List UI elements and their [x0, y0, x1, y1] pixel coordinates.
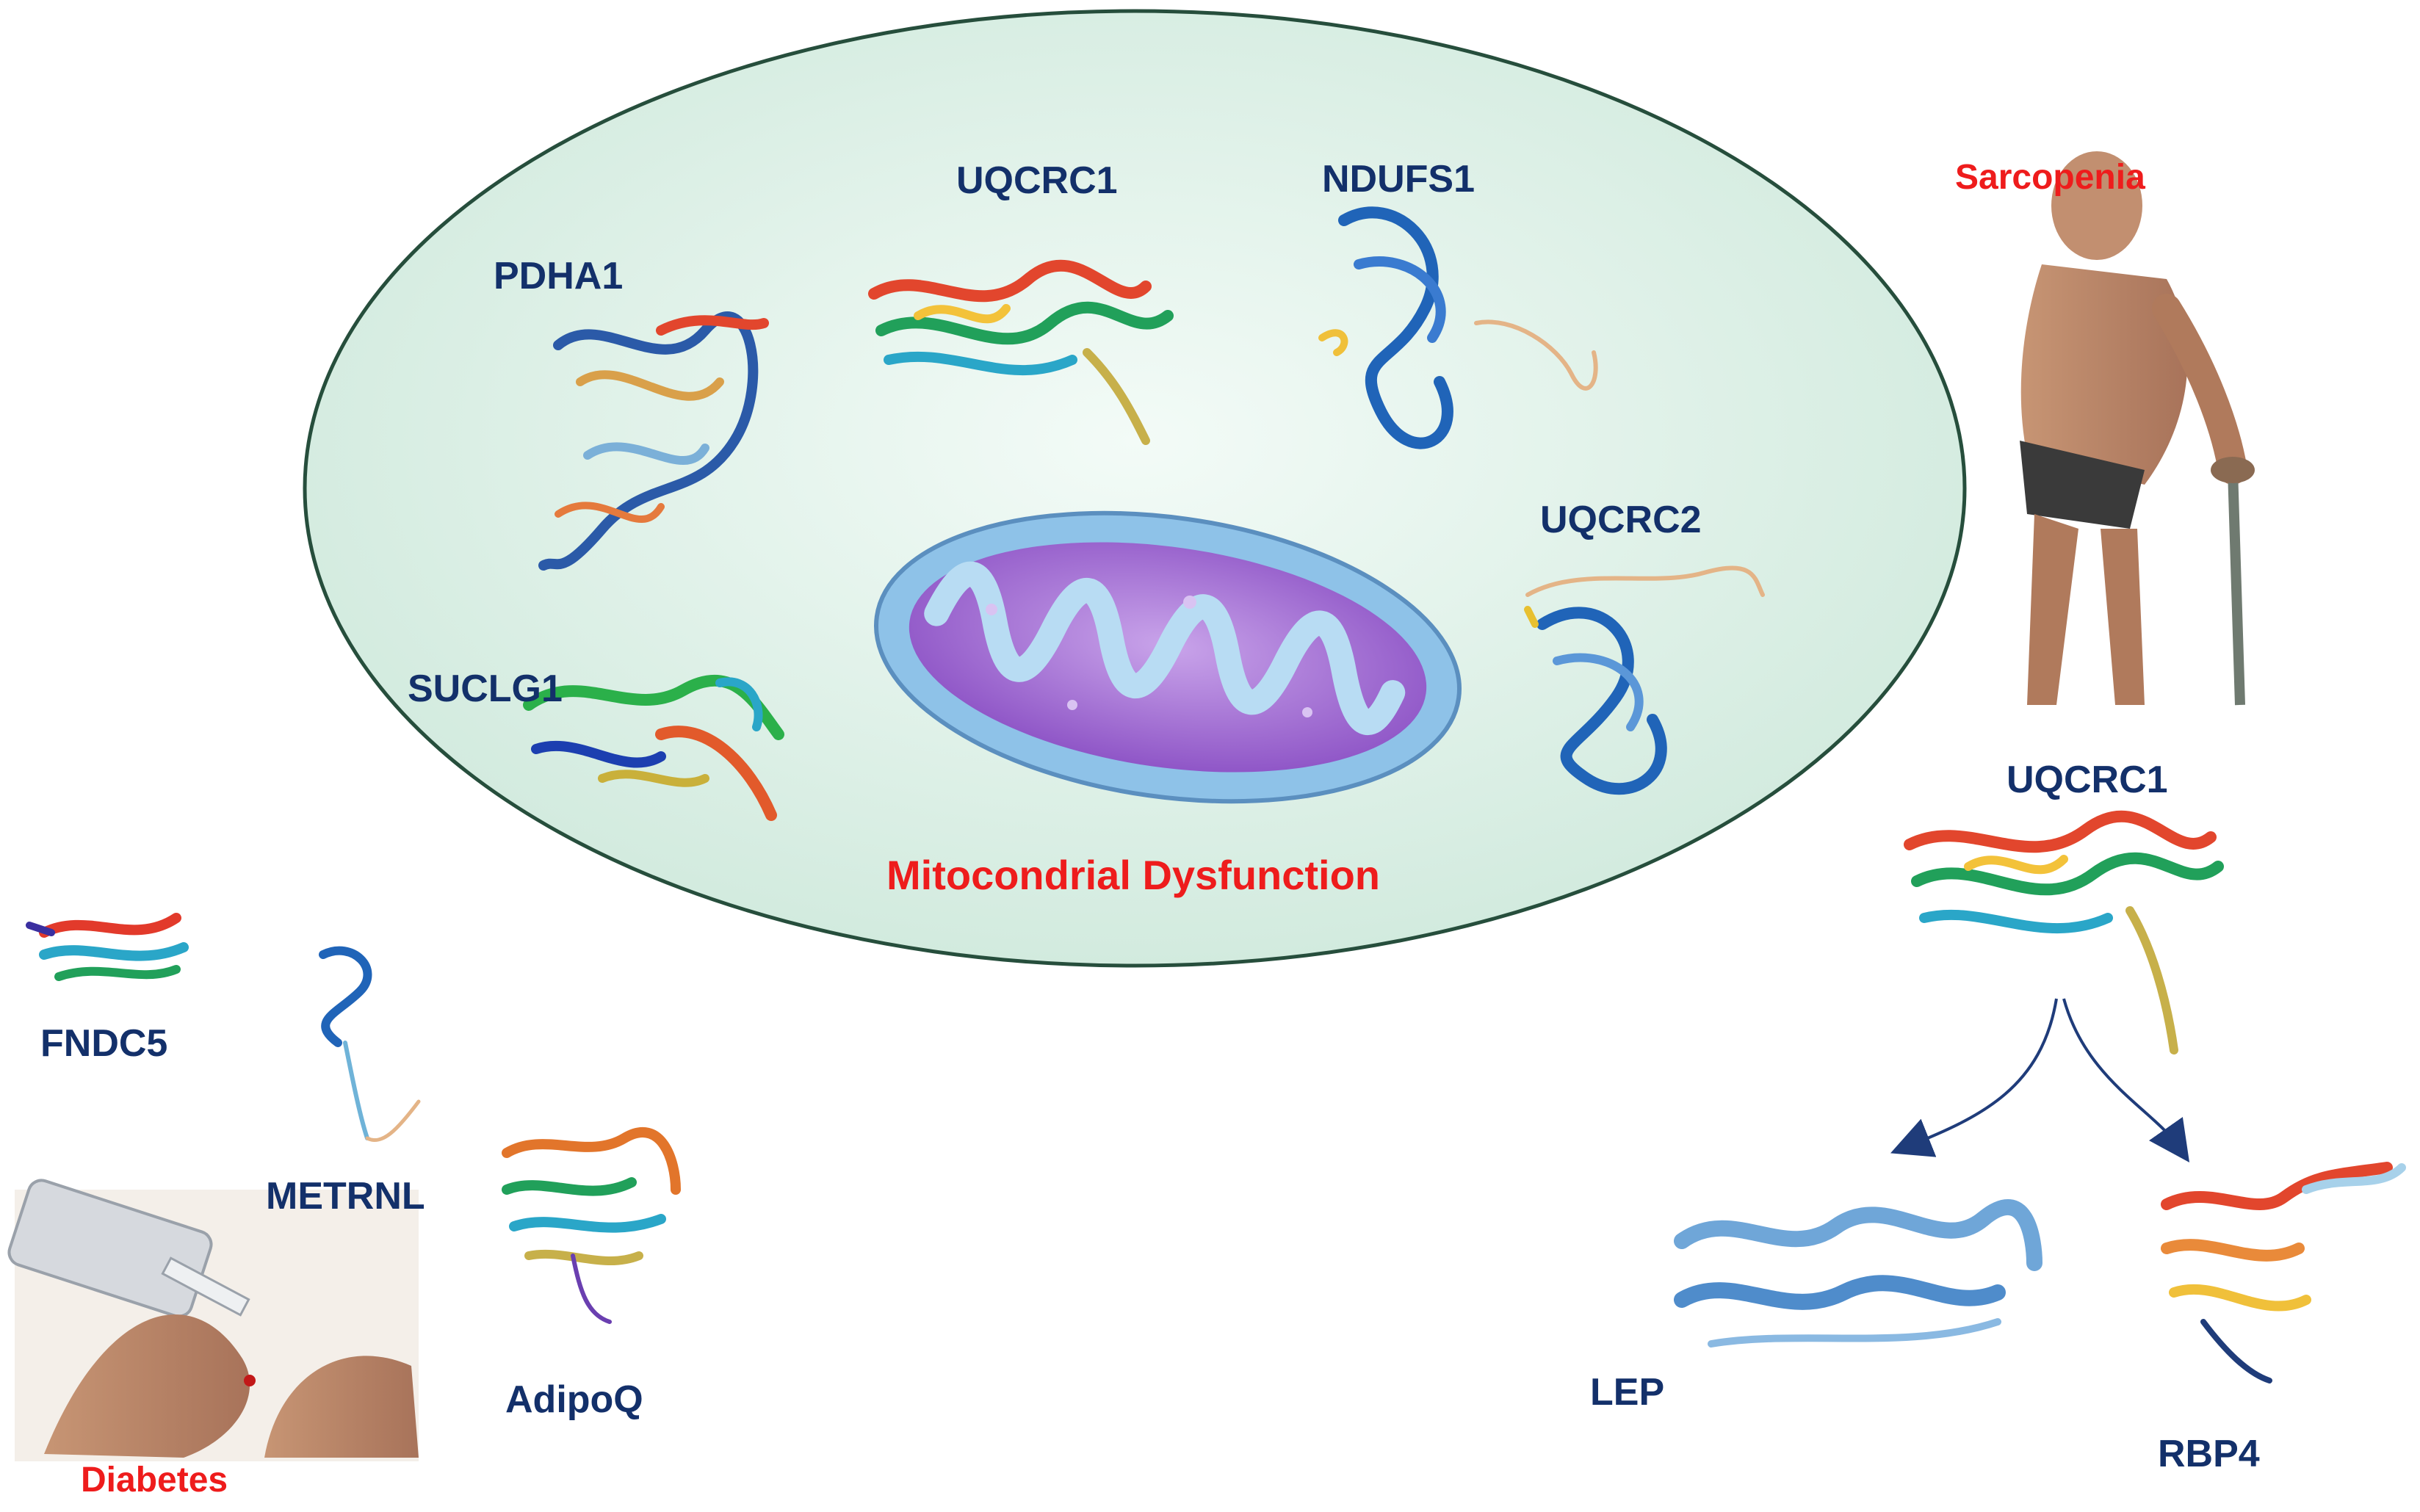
rbp4-structure-icon — [2161, 1162, 2406, 1383]
suclg1-structure-icon — [523, 675, 784, 821]
label-rbp4: RBP4 — [2158, 1433, 2260, 1475]
metrnl-structure-icon — [319, 946, 421, 1143]
diabetes-title: Diabetes — [81, 1461, 228, 1500]
label-metrnl: METRNL — [266, 1175, 425, 1218]
label-adipoq: AdipoQ — [505, 1378, 643, 1421]
fndc5-structure-icon — [26, 913, 189, 981]
label-pdha1: PDHA1 — [494, 255, 624, 297]
mitochondrial-dysfunction-title: Mitocondrial Dysfunction — [886, 852, 1380, 898]
label-suclg1: SUCLG1 — [408, 668, 563, 710]
lep-structure-icon — [1674, 1199, 2042, 1348]
ndufs1-structure-icon — [1318, 206, 1598, 449]
label-ndufs1: NDUFS1 — [1322, 158, 1476, 200]
adipoq-structure-icon — [502, 1127, 681, 1324]
arrow-to-lep — [1890, 998, 2058, 1157]
sarcopenia-title: Sarcopenia — [1955, 158, 2145, 197]
label-uqcrc1-hub: UQCRC1 — [2007, 759, 2168, 801]
arrow-to-rbp4 — [2062, 998, 2190, 1162]
pdha1-structure-icon — [538, 311, 769, 571]
diabetes-glucose-meter-icon — [7, 1179, 419, 1461]
label-uqcrc2: UQCRC2 — [1540, 499, 1702, 541]
mitochondrial-ellipse — [303, 9, 1967, 968]
label-uqcrc1: UQCRC1 — [956, 159, 1118, 202]
uqcrc1-structure-icon — [868, 259, 1174, 445]
label-fndc5: FNDC5 — [40, 1022, 168, 1065]
uqcrc2-structure-icon — [1524, 565, 1765, 795]
mitochondrion-icon — [874, 510, 1462, 804]
sarcopenia-elderly-man-icon — [2020, 151, 2255, 706]
uqcrc1-hub-structure-icon — [1904, 810, 2224, 1055]
label-lep: LEP — [1590, 1371, 1665, 1414]
